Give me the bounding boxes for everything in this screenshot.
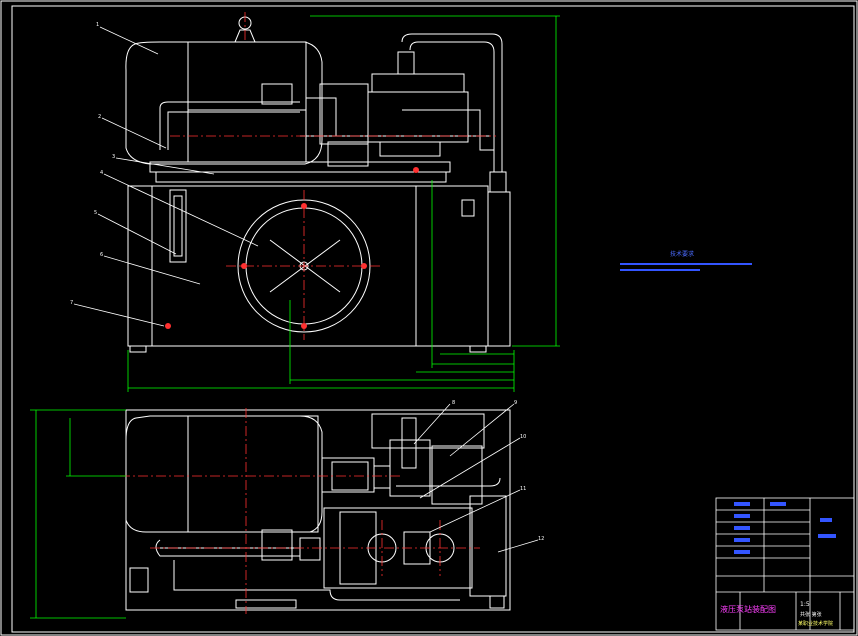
drawing-scale: 1:5 (800, 601, 810, 608)
part-number-7: 7 (70, 300, 73, 306)
title-block (715, 497, 855, 631)
part-number-12: 12 (538, 536, 544, 542)
plan-pump-block (323, 507, 473, 589)
motor-body (125, 41, 323, 165)
sheet-count: 共张 第张 (800, 611, 822, 618)
school-name: 某职业技术学院 (798, 620, 833, 627)
front-part-numbers: 1 2 3 4 5 6 7 (70, 22, 115, 306)
motor-terminal-box (261, 83, 293, 105)
part-number-2: 2 (98, 114, 101, 120)
part-number-1: 1 (96, 22, 99, 28)
front-leaders (73, 26, 259, 327)
front-dimensions (127, 15, 560, 392)
title-block-fills (734, 502, 836, 554)
front-view (125, 16, 511, 353)
part-number-8: 8 (452, 400, 455, 406)
plan-dimensions (30, 409, 126, 619)
tech-requirements: 技术要求 (620, 250, 752, 271)
plan-leaders (413, 403, 539, 553)
part-number-9: 9 (514, 400, 517, 406)
part-number-5: 5 (94, 210, 97, 216)
part-number-3: 3 (112, 154, 115, 160)
plan-motor (125, 415, 323, 533)
plan-view (125, 409, 511, 611)
plan-centerlines (120, 408, 480, 614)
filter-column (487, 191, 511, 347)
part-number-11: 11 (520, 486, 526, 492)
inner-frame (11, 5, 855, 633)
front-centerlines (170, 12, 496, 340)
part-number-4: 4 (100, 170, 103, 176)
drawing-name: 液压泵站装配图 (720, 604, 776, 614)
tech-requirements-title: 技术要求 (670, 250, 694, 258)
plan-part-numbers: 8 9 10 11 12 (452, 400, 544, 542)
front-holes (165, 167, 419, 329)
part-number-10: 10 (520, 434, 526, 440)
part-number-6: 6 (100, 252, 103, 258)
